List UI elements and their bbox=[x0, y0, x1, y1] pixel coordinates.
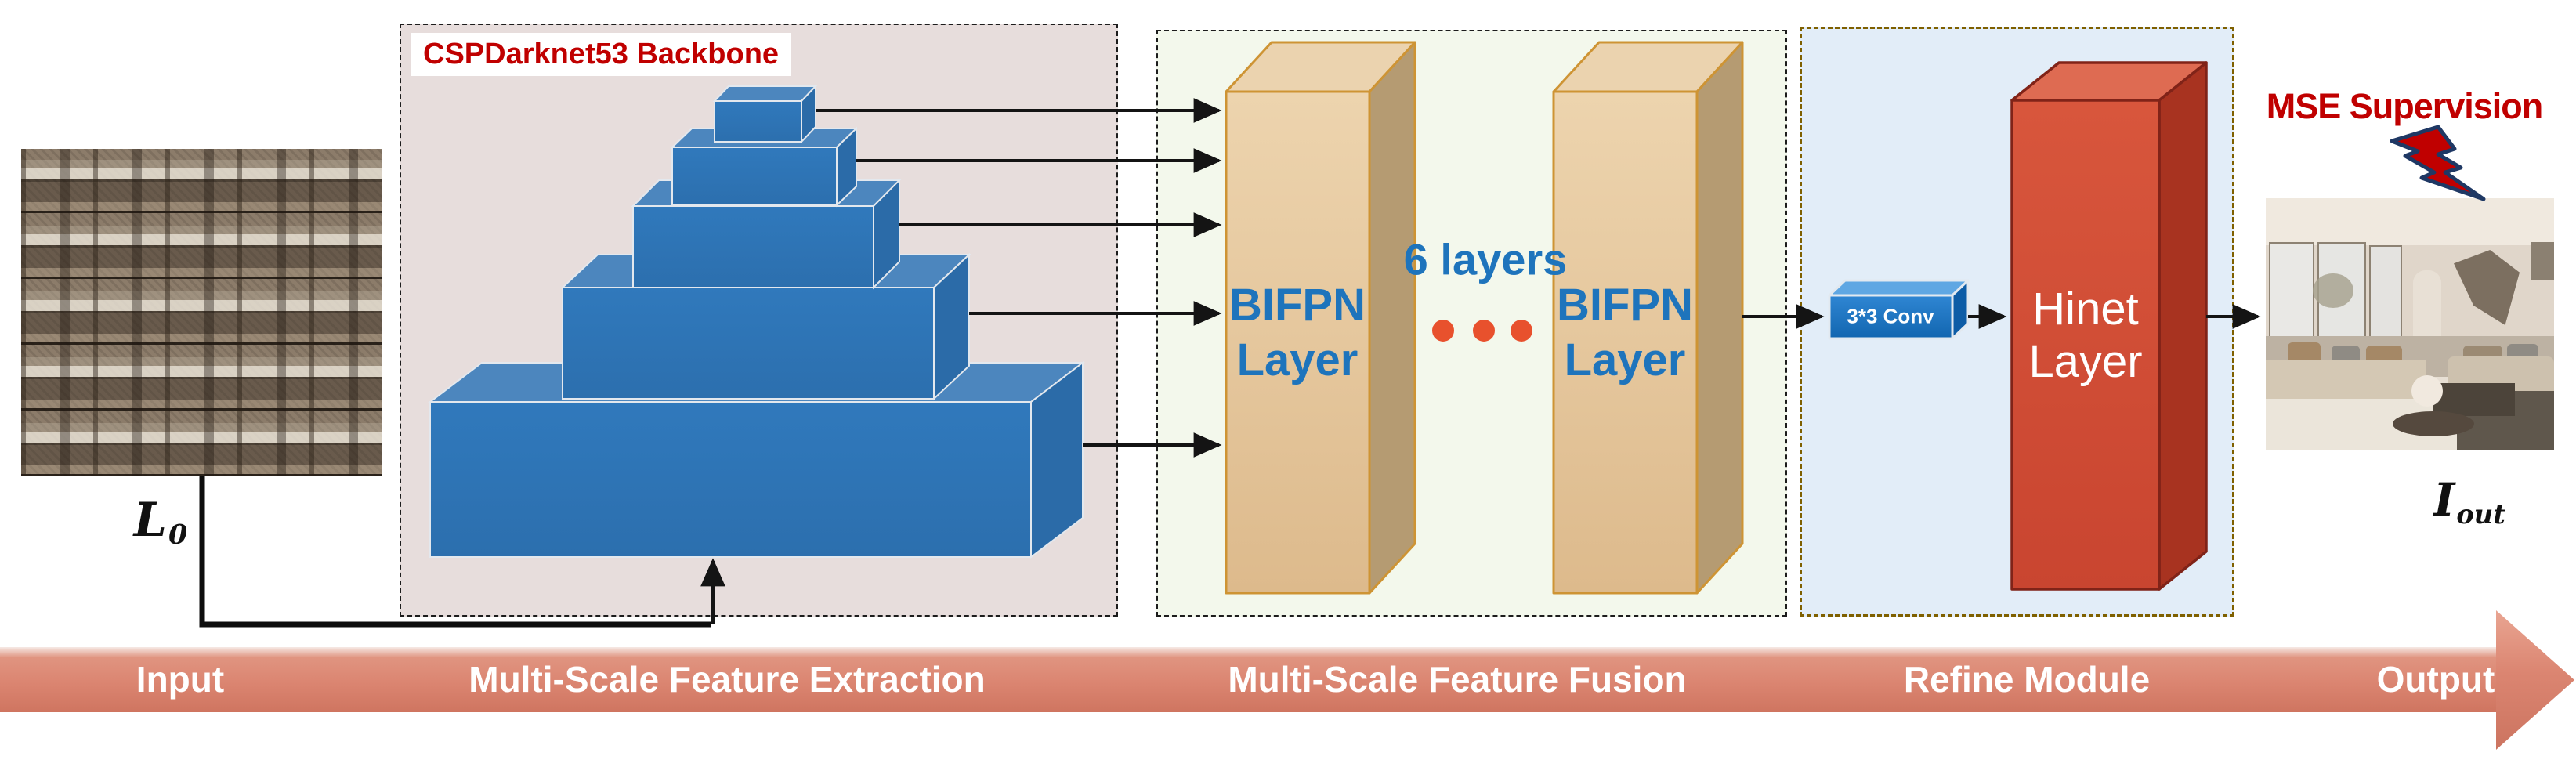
hinet-label: Hinet Layer bbox=[2028, 283, 2142, 388]
stage-label-refine: Refine Module bbox=[1903, 659, 2151, 700]
bifpn-first-line2: Layer bbox=[1236, 335, 1359, 385]
conv-label: 3*3 Conv bbox=[1847, 304, 1934, 328]
pipeline-banner bbox=[0, 647, 2498, 712]
lightning-bolt-icon bbox=[2390, 125, 2486, 201]
stage-label-extraction: Multi-Scale Feature Extraction bbox=[469, 659, 986, 700]
output-image-lamp-ball bbox=[2411, 375, 2443, 407]
output-label-iout: Iout bbox=[2433, 473, 2505, 530]
output-image-ceiling bbox=[2266, 198, 2554, 248]
iout-base: I bbox=[2433, 472, 2455, 526]
bifpn-last-line1: BIFPN bbox=[1557, 280, 1693, 331]
output-image-window bbox=[2369, 245, 2402, 347]
output-image-tray-table bbox=[2393, 411, 2474, 436]
input-image bbox=[21, 149, 382, 476]
bifpn-first-label: BIFPN Layer bbox=[1229, 278, 1366, 388]
stage-label-output: Output bbox=[2376, 659, 2495, 700]
stage-label-fusion: Multi-Scale Feature Fusion bbox=[1228, 659, 1687, 700]
l0-subscript: 0 bbox=[168, 519, 188, 552]
backbone-title: CSPDarknet53 Backbone bbox=[411, 33, 792, 76]
output-image-coffee-table bbox=[2433, 383, 2515, 416]
l0-base: L bbox=[133, 492, 167, 548]
bifpn-last-line2: Layer bbox=[1564, 335, 1686, 385]
backbone-panel bbox=[400, 24, 1118, 617]
iout-subscript: out bbox=[2456, 498, 2505, 530]
pipeline-banner-arrowhead bbox=[2496, 610, 2574, 750]
bifpn-last-label: BIFPN Layer bbox=[1557, 278, 1693, 388]
input-label-l0: L0 bbox=[134, 493, 187, 551]
hinet-line2: Layer bbox=[2028, 336, 2143, 387]
output-image-plant bbox=[2313, 273, 2353, 308]
output-image-artwork bbox=[2531, 242, 2554, 280]
output-image bbox=[2266, 198, 2554, 450]
bifpn-first-line1: BIFPN bbox=[1229, 280, 1366, 331]
hinet-line1: Hinet bbox=[2032, 284, 2139, 335]
stage-label-input: Input bbox=[136, 659, 225, 700]
six-layers-label: 6 layers bbox=[1403, 234, 1568, 284]
output-image-window bbox=[2269, 242, 2314, 350]
mse-supervision-label: MSE Supervision bbox=[2266, 86, 2544, 126]
